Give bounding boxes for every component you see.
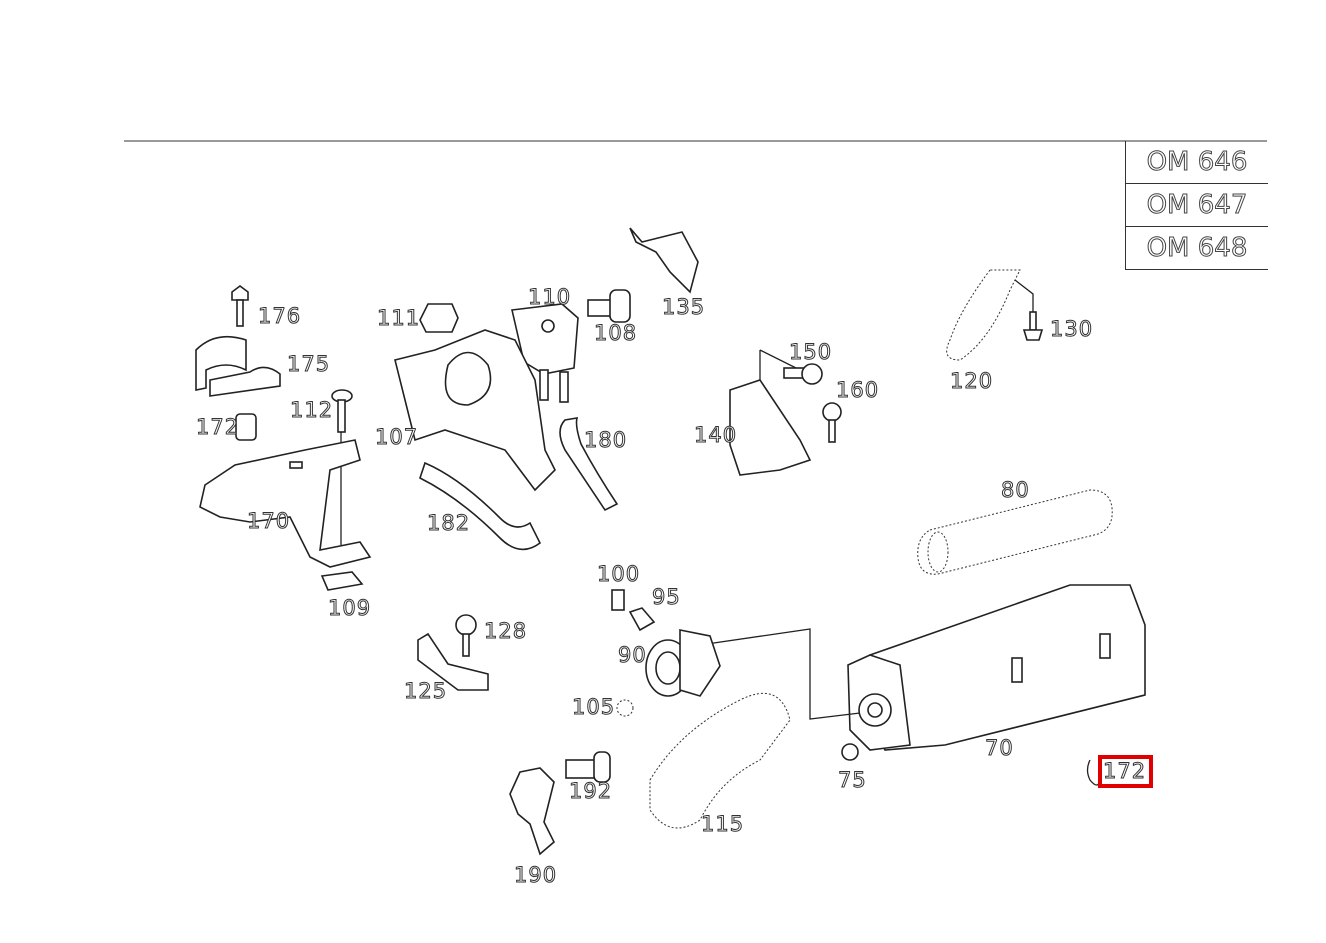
callout-95[interactable]: 95 (652, 585, 681, 609)
screw-108[interactable] (587, 289, 631, 323)
bracket-135[interactable] (629, 227, 699, 294)
callout-112[interactable]: 112 (289, 398, 334, 422)
bolt-176[interactable] (231, 285, 249, 327)
callout-150[interactable]: 150 (788, 340, 833, 364)
bolt-160[interactable] (822, 402, 842, 443)
plate-107[interactable] (394, 329, 556, 492)
callout-107[interactable]: 107 (374, 425, 419, 449)
callout-128[interactable]: 128 (483, 619, 528, 643)
bracket-170[interactable] (199, 439, 372, 568)
engine-variant: OM 646 (1126, 141, 1268, 184)
throttle-90[interactable] (645, 629, 721, 697)
engine-variant-table: OM 646 OM 647 OM 648 (1125, 141, 1268, 270)
bolt-100[interactable] (611, 589, 625, 611)
callout-176[interactable]: 176 (257, 304, 302, 328)
seal-105[interactable] (616, 699, 634, 717)
bracket-125[interactable] (417, 632, 489, 691)
clip-75[interactable] (841, 743, 859, 761)
callout-80[interactable]: 80 (1001, 478, 1030, 502)
clip-nut-109[interactable] (320, 571, 364, 591)
callout-109[interactable]: 109 (327, 596, 372, 620)
callout-115[interactable]: 115 (700, 812, 745, 836)
callout-130[interactable]: 130 (1049, 317, 1094, 341)
engine-variant: OM 647 (1126, 184, 1268, 227)
hose-120[interactable] (946, 269, 1021, 361)
callout-120[interactable]: 120 (949, 369, 994, 393)
screw-192[interactable] (565, 751, 611, 783)
engine-variant: OM 648 (1126, 227, 1268, 270)
callout-108[interactable]: 108 (593, 321, 638, 345)
callout-105[interactable]: 105 (571, 695, 616, 719)
bolt-112[interactable] (331, 389, 353, 545)
bolt-130[interactable] (1014, 279, 1044, 341)
callout-70[interactable]: 70 (985, 736, 1014, 760)
callout-192[interactable]: 192 (568, 779, 613, 803)
sensor-95[interactable] (628, 607, 656, 632)
duct-115[interactable] (649, 692, 791, 829)
bracket-111[interactable] (419, 303, 459, 333)
bolt-128[interactable] (455, 614, 477, 657)
spacer-172[interactable] (235, 413, 257, 441)
callout-180[interactable]: 180 (583, 428, 628, 452)
callout-110[interactable]: 110 (527, 285, 572, 309)
callout-170[interactable]: 170 (246, 509, 291, 533)
callout-160[interactable]: 160 (835, 378, 880, 402)
callout-172[interactable]: 172 (195, 415, 240, 439)
callout-182[interactable]: 182 (426, 511, 471, 535)
bracket-190[interactable] (509, 767, 555, 856)
callout-175[interactable]: 175 (286, 352, 331, 376)
callout-111[interactable]: 111 (376, 306, 421, 330)
filter-element-80[interactable] (917, 489, 1113, 575)
callout-90[interactable]: 90 (618, 643, 647, 667)
bracket-140[interactable] (729, 349, 812, 476)
callout-172-highlighted[interactable]: 172 (1102, 759, 1147, 783)
callout-140[interactable]: 140 (693, 423, 738, 447)
screw-150[interactable] (783, 363, 823, 385)
callout-125[interactable]: 125 (403, 679, 448, 703)
callout-100[interactable]: 100 (596, 562, 641, 586)
callout-135[interactable]: 135 (661, 295, 706, 319)
hose-180[interactable] (559, 417, 619, 512)
clamp-175[interactable] (195, 335, 281, 397)
highlight-box (1098, 755, 1153, 788)
callout-190[interactable]: 190 (513, 863, 558, 887)
leader-90-70 (699, 628, 861, 720)
air-filter-housing-70[interactable] (847, 584, 1146, 751)
callout-75[interactable]: 75 (838, 768, 867, 792)
hose-182[interactable] (419, 461, 542, 551)
